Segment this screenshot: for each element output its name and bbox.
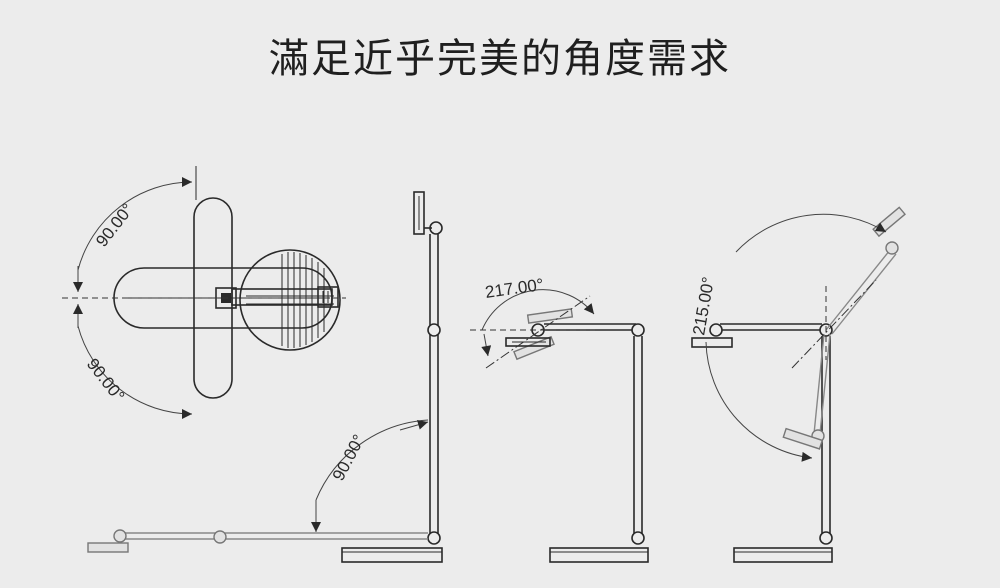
arm-rotation-figure: 215.00°: [689, 206, 906, 563]
page-title: 滿足近乎完美的角度需求: [269, 36, 731, 82]
head-tilt-angle-label: 217.00°: [484, 275, 545, 302]
top-view-upper-angle-label: 90.00°: [92, 200, 137, 251]
head-tilt-figure: 217.00°: [470, 275, 649, 563]
side-view-angle-label: 90.00°: [329, 431, 369, 483]
top-view-base: [239, 249, 341, 351]
side-view-fold-figure: 90.00°: [87, 191, 443, 563]
top-view-lower-angle-label: 90.00°: [83, 355, 128, 406]
side-view-base: [341, 547, 443, 563]
head-tilt-base: [549, 547, 649, 563]
top-view-figure: 90.00° 90.00°: [62, 166, 346, 419]
arm-rotation-base: [733, 547, 833, 563]
